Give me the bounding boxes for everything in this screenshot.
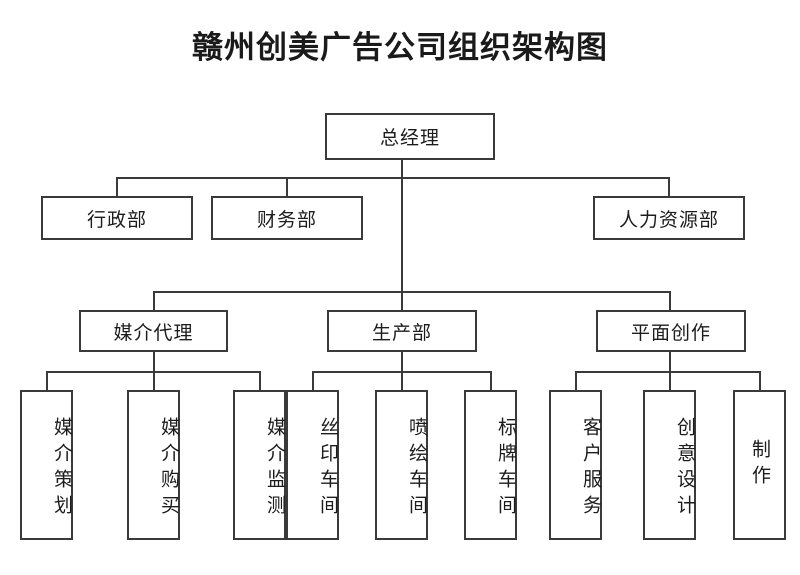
node-graphic-creation[interactable]: 平面创作 [596,310,746,352]
connector-drop-media-buying [153,371,155,390]
node-label: 媒介监测 [264,417,286,521]
node-label: 喷绘车间 [406,417,428,521]
connector-drop-production-making [759,371,761,390]
connector-drop-production [401,291,403,310]
node-media-buying[interactable]: 媒介购买 [127,390,180,540]
connector-level2-bus [116,177,670,179]
connector-drop-creative-design [669,371,671,390]
connector-drop-finance [286,177,288,196]
page-title: 赣州创美广告公司组织架构图 [192,30,608,66]
node-label: 媒介购买 [158,417,180,521]
connector-level3-bus [153,291,671,293]
node-customer-service[interactable]: 客户服务 [549,390,602,540]
node-label: 人力资源部 [618,208,719,231]
connector-drop-signage-workshop [490,371,492,390]
node-label: 创意设计 [674,417,696,521]
connector-drop-media-planning [46,371,48,390]
connector-drop-screenprint-workshop [312,371,314,390]
node-label: 总经理 [379,127,440,149]
node-media-agency[interactable]: 媒介代理 [79,310,228,352]
node-general-manager[interactable]: 总经理 [325,113,495,160]
connector-drop-media-monitoring [259,371,261,390]
connector-drop-graphic [669,291,671,310]
node-production-making[interactable]: 制作 [733,390,786,540]
node-production-dept[interactable]: 生产部 [327,310,477,352]
node-finance-dept[interactable]: 财务部 [211,196,363,240]
node-label: 财务部 [256,208,317,231]
connector-media-stem [153,352,155,372]
connector-graphic-bus [575,371,761,373]
node-label: 丝印车间 [317,417,339,521]
connector-drop-hr [668,177,670,196]
connector-drop-inkjet-workshop [401,371,403,390]
node-creative-design[interactable]: 创意设计 [643,390,696,540]
node-media-planning[interactable]: 媒介策划 [20,390,73,540]
connector-drop-admin [116,177,118,196]
node-label: 标牌车间 [495,417,517,521]
connector-graphic-stem [669,352,671,372]
connector-drop-media [153,291,155,310]
node-label: 平面创作 [630,321,711,344]
node-label: 制作 [749,439,771,491]
node-label: 媒介代理 [113,321,194,344]
node-label: 客户服务 [580,417,602,521]
node-screenprint-workshop[interactable]: 丝印车间 [286,390,339,540]
node-label: 行政部 [86,208,147,231]
node-inkjet-workshop[interactable]: 喷绘车间 [375,390,428,540]
connector-production-stem [401,352,403,372]
node-signage-workshop[interactable]: 标牌车间 [464,390,517,540]
node-hr-dept[interactable]: 人力资源部 [593,196,745,240]
node-label: 媒介策划 [51,417,73,521]
connector-drop-customer-service [575,371,577,390]
connector-gm-trunk [401,160,403,292]
node-administration-dept[interactable]: 行政部 [41,196,193,240]
node-label: 生产部 [371,321,432,344]
node-media-monitoring[interactable]: 媒介监测 [233,390,286,540]
